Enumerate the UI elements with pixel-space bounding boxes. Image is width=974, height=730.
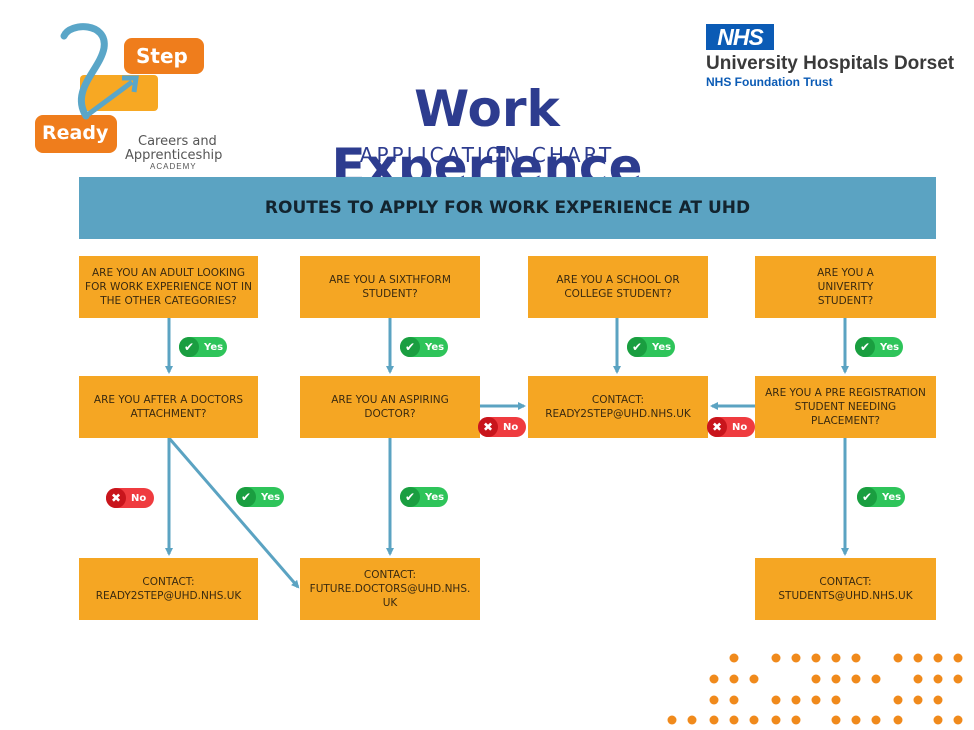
node-university-question: ARE YOU A UNIVERITY STUDENT?	[755, 256, 936, 318]
yes-badge: ✔Yes	[400, 337, 448, 357]
logo-step-text: Step	[136, 44, 188, 68]
ready2step-logo-graphic	[35, 23, 204, 153]
cross-icon: ✖	[106, 488, 126, 508]
node-adult-question: ARE YOU AN ADULT LOOKING FOR WORK EXPERI…	[79, 256, 258, 318]
node-contact-ready2step-middle: CONTACT: READY2STEP@UHD.NHS.UK	[528, 376, 708, 438]
check-icon: ✔	[179, 337, 199, 357]
yes-badge: ✔Yes	[400, 487, 448, 507]
nhs-trust-name: NHS Foundation Trust	[706, 75, 833, 89]
arrow-doctors-to-future	[167, 437, 300, 589]
check-icon: ✔	[857, 487, 877, 507]
node-prereg-question: ARE YOU A PRE REGISTRATION STUDENT NEEDI…	[755, 376, 936, 438]
node-contact-ready2step-bottom: CONTACT: READY2STEP@UHD.NHS.UK	[79, 558, 258, 620]
check-icon: ✔	[400, 337, 420, 357]
yes-badge: ✔Yes	[627, 337, 675, 357]
check-icon: ✔	[236, 487, 256, 507]
decorative-dot-pattern	[667, 653, 963, 725]
no-badge: ✖No	[707, 417, 755, 437]
yes-badge: ✔Yes	[857, 487, 905, 507]
node-aspiring-question: ARE YOU AN ASPIRING DOCTOR?	[300, 376, 480, 438]
academy-line-1: Careers and	[138, 134, 217, 149]
check-icon: ✔	[400, 487, 420, 507]
academy-line-3: ACADEMY	[150, 162, 197, 171]
logo-ready-text: Ready	[42, 122, 109, 144]
yes-badge: ✔Yes	[179, 337, 227, 357]
yes-badge: ✔Yes	[855, 337, 903, 357]
page-subtitle: APPLICATION CHART	[359, 143, 615, 167]
academy-line-2: Apprenticeship	[125, 148, 223, 163]
no-badge: ✖No	[478, 417, 526, 437]
node-sixthform-question: ARE YOU A SIXTHFORM STUDENT?	[300, 256, 480, 318]
cross-icon: ✖	[707, 417, 727, 437]
nhs-org-name: University Hospitals Dorset	[706, 53, 955, 74]
cross-icon: ✖	[478, 417, 498, 437]
ready2step-logo: Step Ready	[30, 20, 230, 170]
node-contact-students: CONTACT: STUDENTS@UHD.NHS.UK	[755, 558, 936, 620]
node-contact-future-doctors: CONTACT: FUTURE.DOCTORS@UHD.NHS. UK	[300, 558, 480, 620]
routes-banner: ROUTES TO APPLY FOR WORK EXPERIENCE AT U…	[79, 177, 936, 239]
yes-badge: ✔Yes	[236, 487, 284, 507]
node-school-question: ARE YOU A SCHOOL OR COLLEGE STUDENT?	[528, 256, 708, 318]
no-badge: ✖No	[106, 488, 154, 508]
nhs-badge: NHS	[706, 24, 774, 50]
node-doctors-question: ARE YOU AFTER A DOCTORS ATTACHMENT?	[79, 376, 258, 438]
check-icon: ✔	[627, 337, 647, 357]
check-icon: ✔	[855, 337, 875, 357]
